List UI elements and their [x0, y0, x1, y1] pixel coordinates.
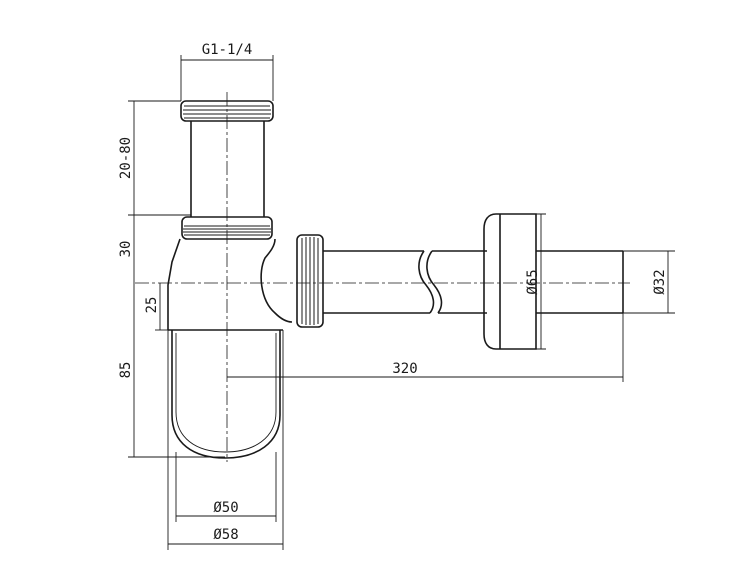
bottle-outer-diameter-label: Ø58	[213, 527, 238, 543]
wall-flange	[483, 213, 624, 350]
height-range-label: 20-80	[118, 137, 134, 179]
collar-height-label: 30	[118, 241, 134, 258]
trap-body	[167, 238, 293, 459]
outlet-nut	[296, 234, 324, 328]
bottle-inner-diameter-label: Ø50	[213, 500, 238, 516]
dimension-flange-diameter: Ø65	[496, 213, 546, 350]
flange-diameter-label: Ø65	[525, 269, 541, 294]
outlet-offset-label: 25	[144, 297, 160, 314]
dimension-thread-size: G1-1/4	[180, 42, 274, 101]
dimension-outlet-length: 320	[227, 313, 624, 382]
pipe-diameter-label: Ø32	[652, 269, 668, 294]
thread-size-label: G1-1/4	[202, 42, 253, 58]
outlet-pipe	[323, 250, 487, 314]
bottle-height-label: 85	[118, 362, 134, 379]
dimension-left-chain: 20-80 30 25 85	[118, 100, 225, 458]
dimension-bottle-diameters: Ø50 Ø58	[167, 330, 284, 550]
centerlines	[135, 92, 630, 462]
dimension-pipe-diameter: Ø32	[623, 250, 675, 314]
outlet-length-label: 320	[392, 361, 417, 377]
